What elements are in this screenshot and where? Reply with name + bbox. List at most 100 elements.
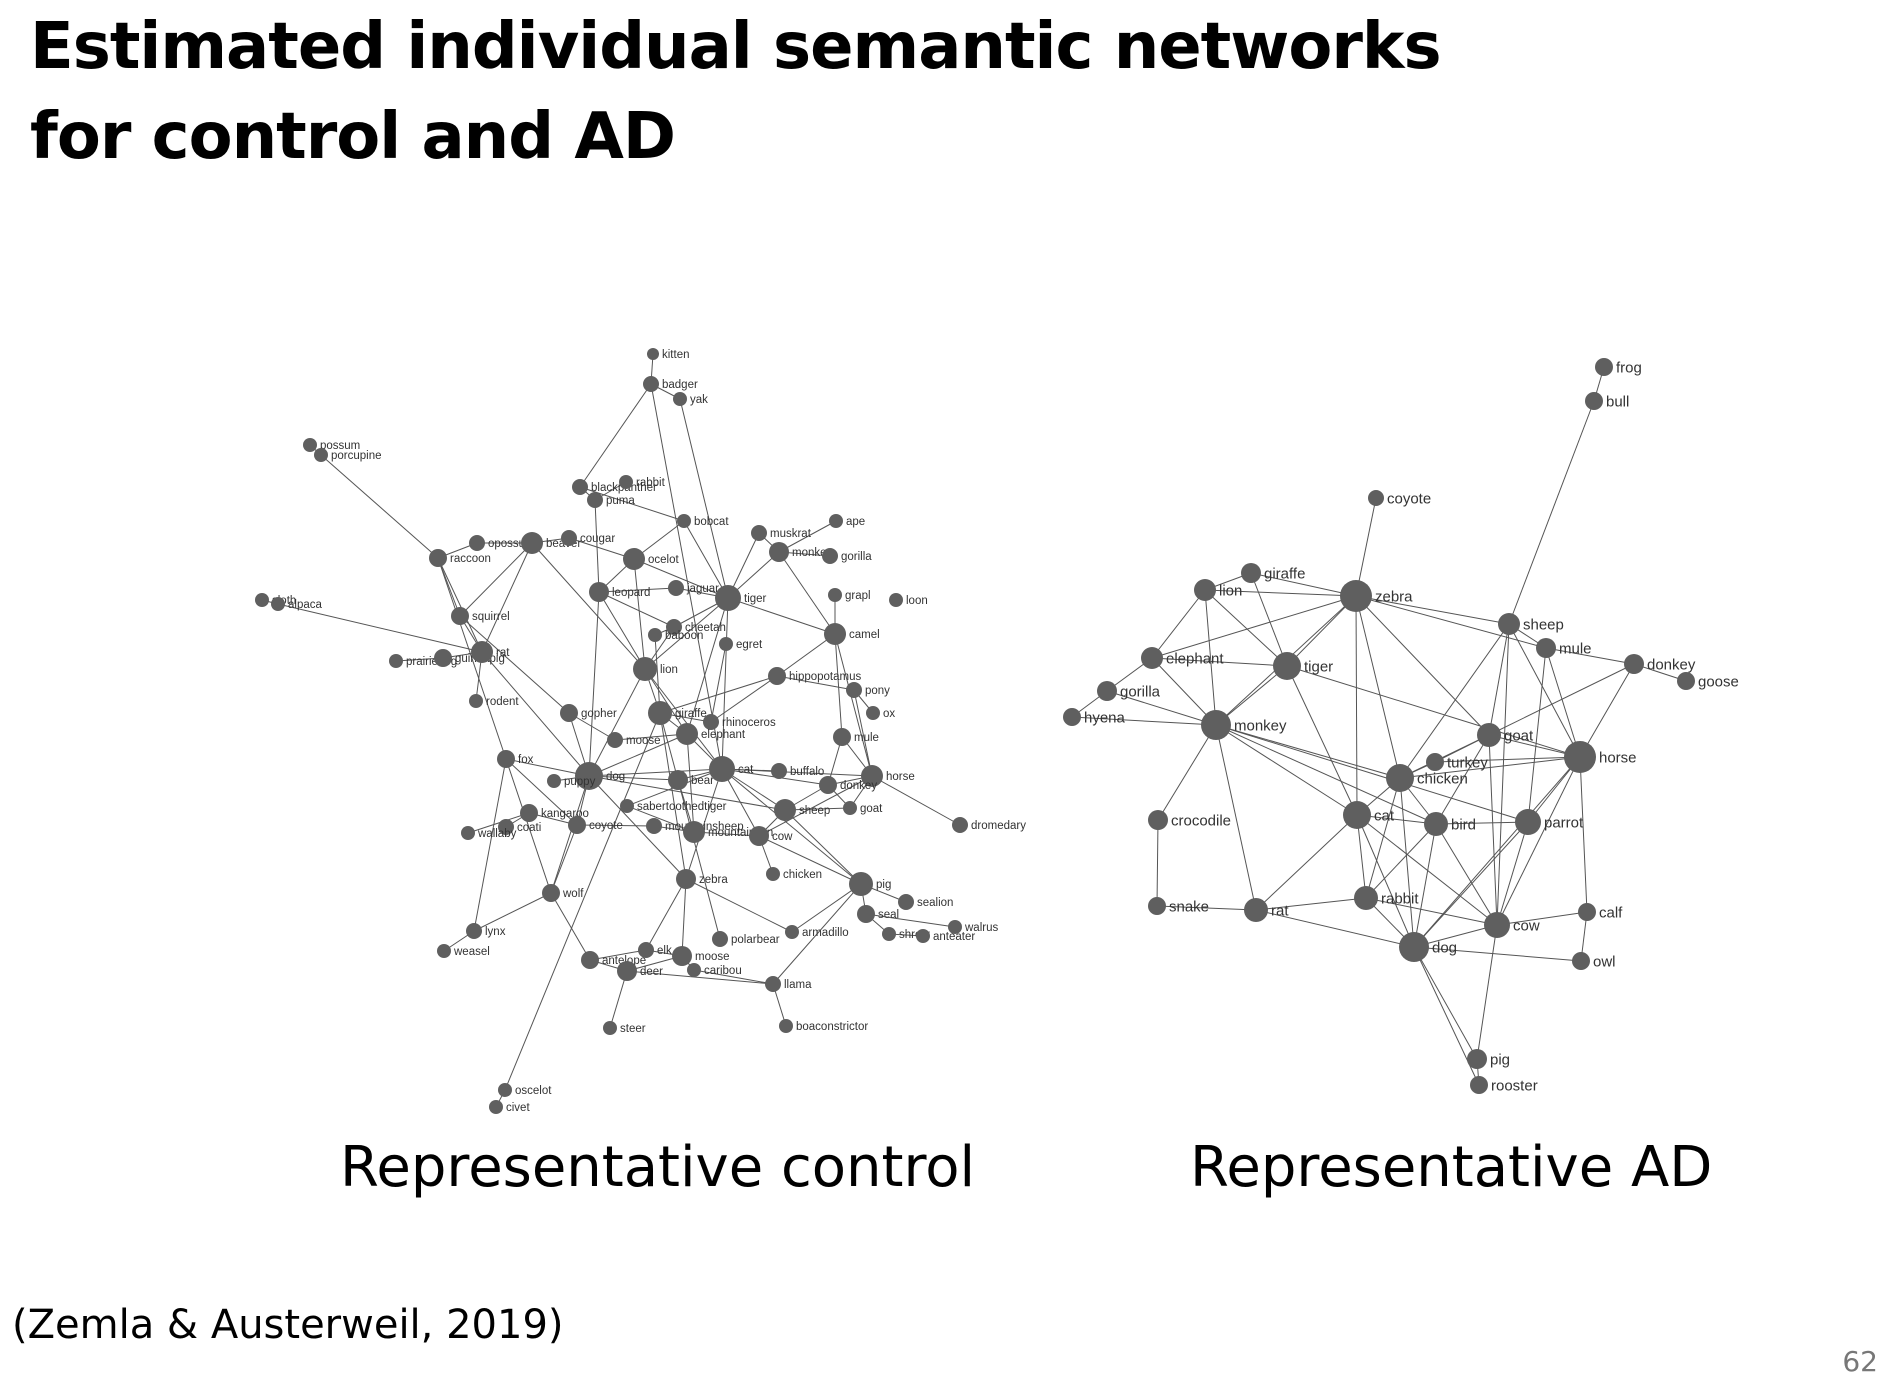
control-node-dot xyxy=(952,817,968,833)
control-node-dot xyxy=(471,641,493,663)
control-node-label: gopher xyxy=(581,708,617,720)
control-node-dot xyxy=(712,931,728,947)
control-node-label: lion xyxy=(660,664,678,676)
control-node-loon: loon xyxy=(889,593,928,607)
control-node-dot xyxy=(521,532,543,554)
control-node-label: steer xyxy=(620,1023,646,1035)
ad-node-elephant: elephant xyxy=(1141,647,1224,669)
control-node-label: badger xyxy=(662,379,698,391)
control-node-dot xyxy=(542,884,560,902)
ad-node-label: donkey xyxy=(1647,656,1696,673)
caption-control: Representative control xyxy=(340,1135,976,1200)
ad-edge-goat-bird xyxy=(1435,734,1490,825)
control-edge-beaver-lion xyxy=(531,542,646,670)
control-node-label: zebra xyxy=(699,874,728,886)
control-edge-puma-leopard xyxy=(594,499,600,593)
control-node-label: cow xyxy=(772,831,793,843)
control-edge-hippopotamus-pony xyxy=(776,675,855,691)
ad-node-dot xyxy=(1241,563,1261,583)
ad-edge-horse-chicken xyxy=(1399,756,1581,779)
ad-node-mule: mule xyxy=(1536,638,1592,658)
control-node-coyote: coyote xyxy=(568,816,623,834)
control-node-label: fox xyxy=(518,754,534,766)
ad-edge-lion-tiger xyxy=(1204,589,1288,667)
ad-edge-tiger-cat xyxy=(1286,665,1358,816)
control-node-grapl: grapl xyxy=(828,588,871,602)
control-node-label: rhinoceros xyxy=(722,717,776,729)
control-edge-bear-polarbear xyxy=(677,779,721,940)
ad-edge-lion-monkey xyxy=(1204,589,1217,726)
control-edge-zebra-elk xyxy=(645,878,687,951)
control-edge-leopard-lion xyxy=(598,591,646,670)
control-node-label: elk xyxy=(657,945,672,957)
control-node-bear: bear xyxy=(668,770,714,790)
control-edge-porcupine-raccoon xyxy=(320,454,439,559)
control-edge-armadillo-pig xyxy=(791,883,862,933)
control-node-dot xyxy=(620,799,634,813)
ad-edge-rabbit-cow xyxy=(1365,897,1498,926)
ad-node-dot xyxy=(1194,579,1216,601)
control-node-dot xyxy=(389,654,403,668)
control-node-dot xyxy=(849,872,873,896)
control-node-dot xyxy=(829,514,843,528)
control-node-dromedary: dromedary xyxy=(952,817,1026,833)
ad-node-label: mule xyxy=(1559,640,1592,657)
ad-edge-sheep-chicken xyxy=(1399,623,1510,779)
control-edge-wolf-lynx xyxy=(473,892,552,932)
control-node-dot xyxy=(466,923,482,939)
ad-node-label: lion xyxy=(1219,582,1242,599)
ad-node-dot xyxy=(1470,1076,1488,1094)
control-node-oscelot: oscelot xyxy=(498,1083,552,1097)
control-node-dot xyxy=(648,628,662,642)
page-number: 62 xyxy=(1842,1345,1878,1378)
control-node-baboon: baboon xyxy=(648,628,703,642)
control-node-label: armadillo xyxy=(802,927,849,939)
control-node-dot xyxy=(703,714,719,730)
ad-edge-elephant-tiger xyxy=(1151,657,1288,667)
ad-edge-giraffe-tiger xyxy=(1250,572,1288,667)
control-edge-badger-blackpanther xyxy=(579,383,652,488)
control-node-horse: horse xyxy=(861,765,915,787)
control-node-label: dog xyxy=(606,771,625,783)
control-node-label: polarbear xyxy=(731,934,780,946)
control-node-dot xyxy=(520,804,538,822)
control-node-label: wolf xyxy=(562,888,584,900)
control-edge-fox-wolf xyxy=(505,758,552,894)
ad-network-edges xyxy=(1071,366,1687,1086)
ad-node-label: chicken xyxy=(1417,770,1468,787)
control-node-label: weasel xyxy=(453,946,490,958)
ad-node-bull: bull xyxy=(1585,392,1629,410)
control-node-seal: seal xyxy=(857,905,899,923)
control-node-label: pig xyxy=(876,879,891,891)
control-node-label: chicken xyxy=(783,869,822,881)
control-node-wolf: wolf xyxy=(542,884,584,902)
ad-node-label: snake xyxy=(1169,898,1209,915)
control-node-dot xyxy=(857,905,875,923)
control-edge-ocelot-lion xyxy=(633,558,646,670)
control-node-dot xyxy=(643,376,659,392)
control-edge-cat-horse xyxy=(721,768,873,777)
ad-node-dot xyxy=(1564,741,1596,773)
control-node-moose2: moose xyxy=(607,732,661,748)
ad-edge-zebra-cat xyxy=(1355,595,1358,816)
ad-node-label: turkey xyxy=(1447,754,1488,771)
control-node-muskrat: muskrat xyxy=(751,525,812,541)
control-node-label: loon xyxy=(906,595,928,607)
ad-edge-tiger-monkey xyxy=(1215,665,1288,726)
control-edge-yak-tiger xyxy=(679,398,729,599)
control-node-label: caribou xyxy=(704,965,742,977)
ad-edge-mule-horse xyxy=(1545,647,1581,758)
control-edge-badger-cat xyxy=(650,383,723,770)
ad-edge-giraffe-zebra xyxy=(1250,572,1357,597)
ad-node-label: crocodile xyxy=(1171,812,1231,829)
control-node-dot xyxy=(673,392,687,406)
ad-edge-sheep-goat xyxy=(1488,623,1510,736)
control-edge-dog-sheep xyxy=(588,775,786,811)
control-edge-fox-dog xyxy=(505,758,590,777)
control-node-chicken: chicken xyxy=(766,867,822,881)
ad-edge-dog-pig xyxy=(1413,946,1478,1060)
control-edge-camel-hippopotamus xyxy=(776,633,836,677)
ad-node-goose: goose xyxy=(1677,672,1739,690)
control-node-dot xyxy=(916,929,930,943)
